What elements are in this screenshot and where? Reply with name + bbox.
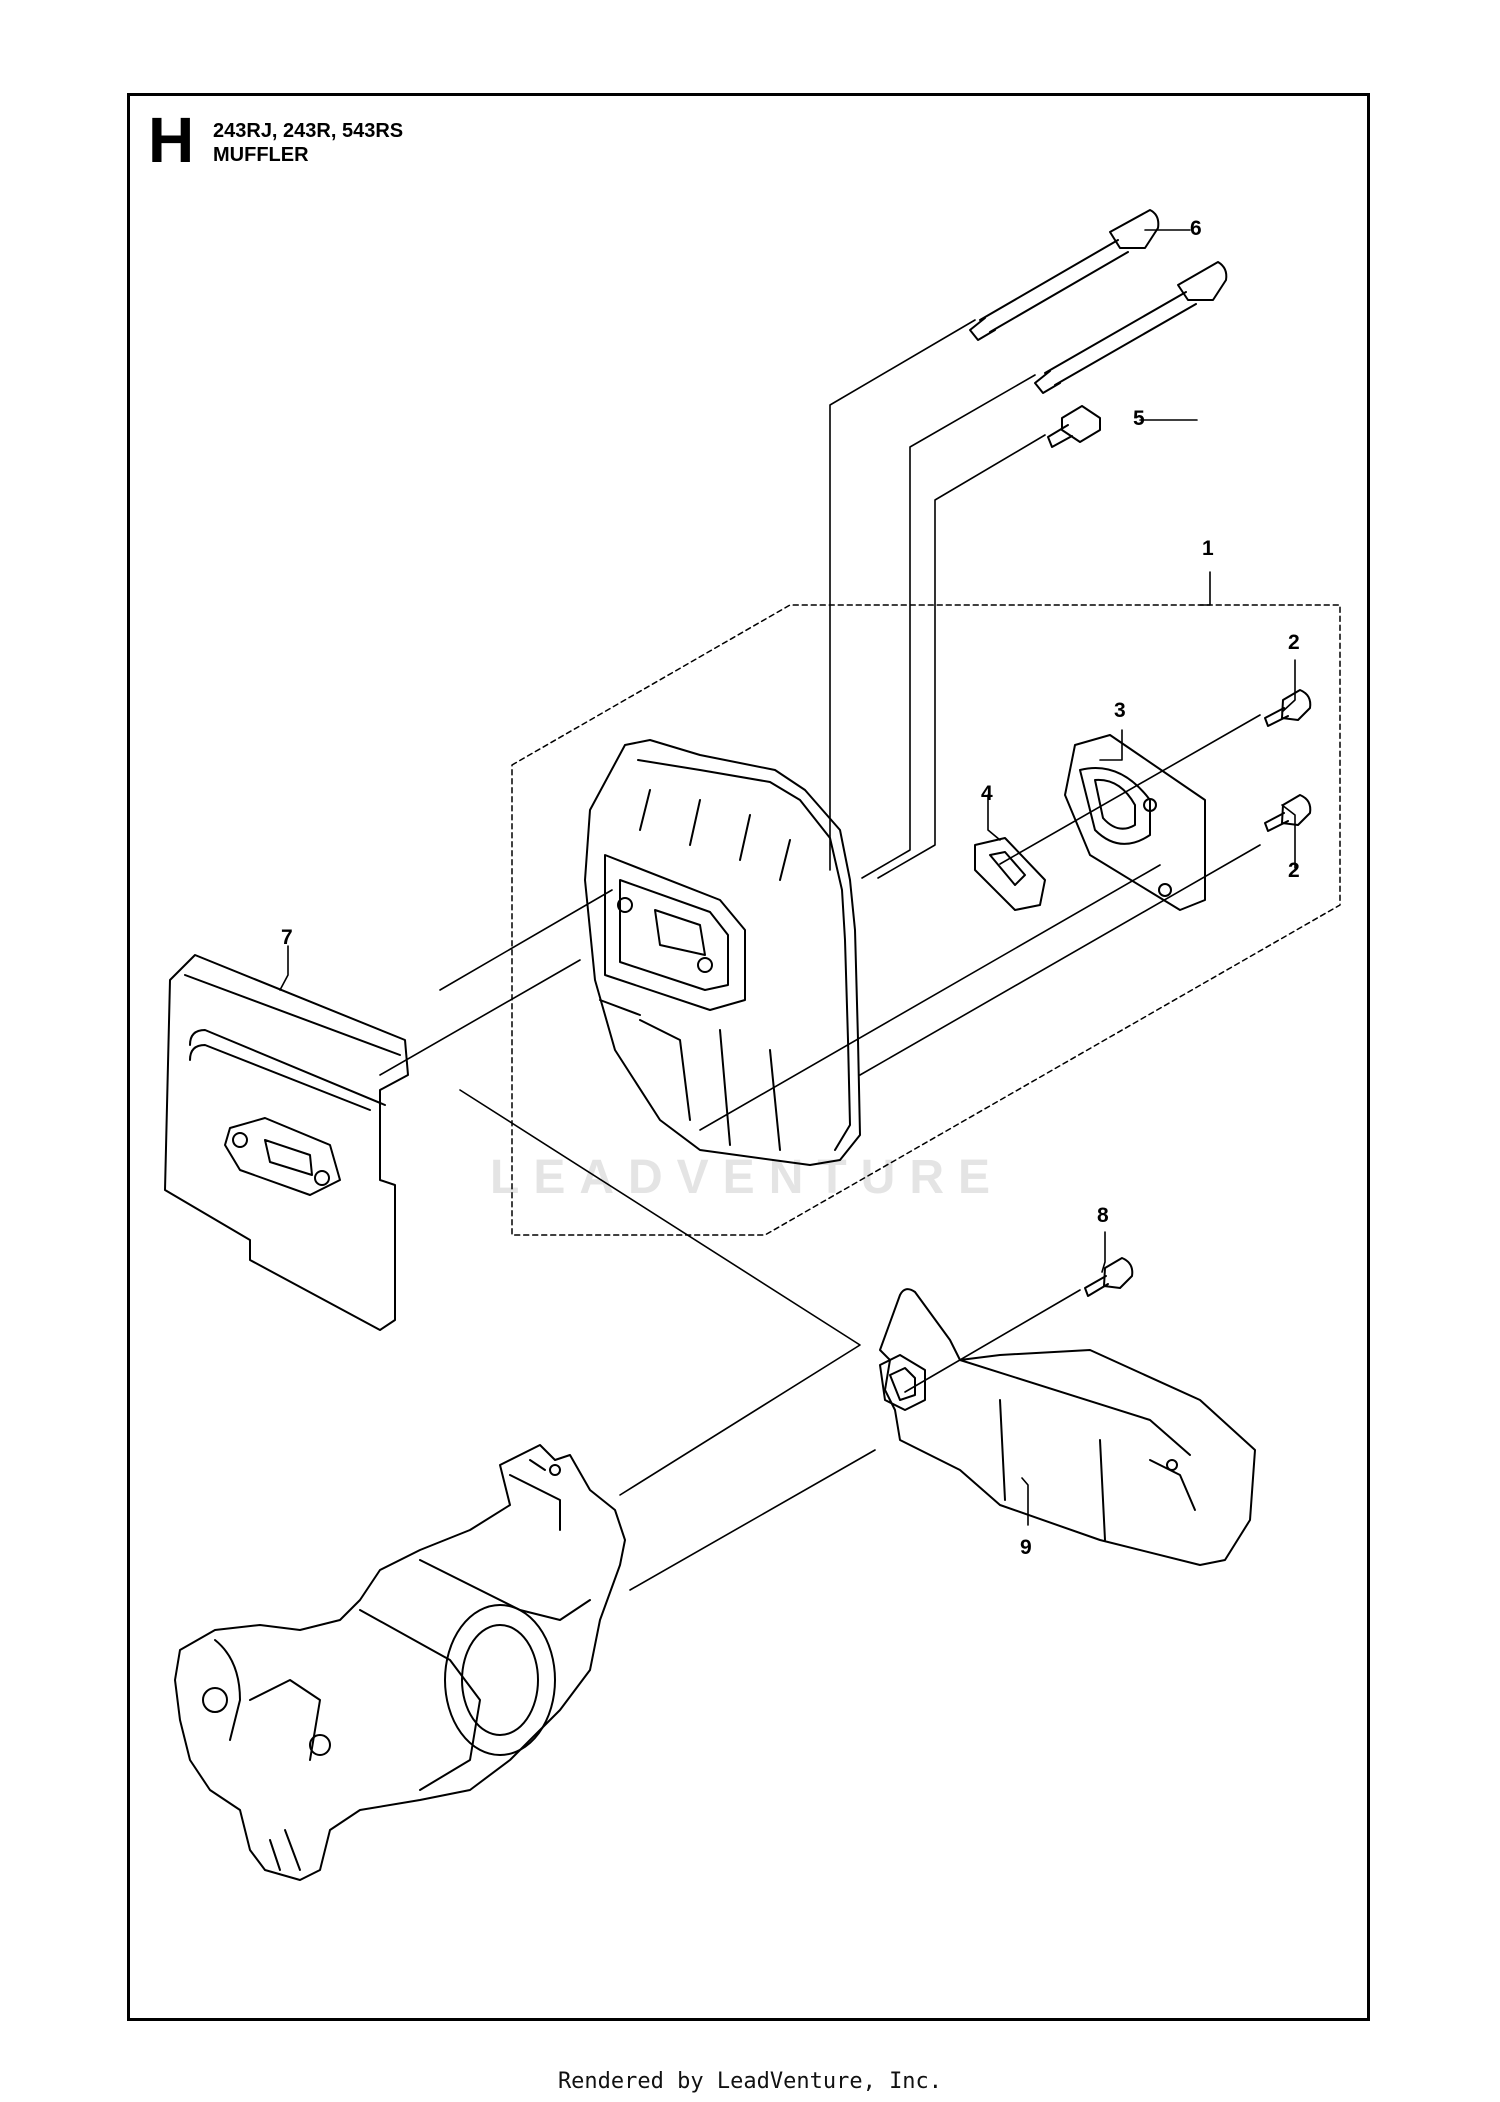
watermark: LEADVENTURE xyxy=(490,1151,1005,1204)
assembly-outline xyxy=(511,604,1341,1236)
callout-2-upper: 2 xyxy=(1288,631,1300,654)
bolt-long-upper xyxy=(969,209,1160,341)
diagram-title: MUFFLER xyxy=(213,144,309,166)
callout-2-lower: 2 xyxy=(1288,859,1300,882)
screw-item-2-lower xyxy=(1264,794,1312,832)
model-list: 243RJ, 243R, 543RS xyxy=(213,120,404,142)
diagram-frame xyxy=(127,93,1370,2021)
crankcase-housing xyxy=(174,1444,626,1881)
gasket-item-4 xyxy=(974,837,1046,911)
screw-item-8 xyxy=(1084,1257,1134,1297)
callout-1: 1 xyxy=(1202,537,1214,560)
leader-lines xyxy=(279,229,1296,1591)
callout-9: 9 xyxy=(1020,1536,1032,1559)
heat-shield-item-7 xyxy=(164,954,409,1331)
callout-6: 6 xyxy=(1190,217,1202,240)
section-letter: H xyxy=(148,104,195,176)
bracket-item-3 xyxy=(1064,734,1206,911)
screw-item-5 xyxy=(1047,405,1101,448)
bolt-long-lower xyxy=(1034,261,1228,394)
heat-guard-item-9 xyxy=(879,1288,1256,1566)
screw-item-2-upper xyxy=(1264,689,1312,727)
callout-7: 7 xyxy=(281,926,293,949)
callout-8: 8 xyxy=(1097,1204,1109,1227)
callout-5: 5 xyxy=(1133,407,1145,430)
callout-3: 3 xyxy=(1114,699,1126,722)
callout-4: 4 xyxy=(981,782,993,805)
muffler-body-item-1 xyxy=(584,739,861,1166)
footer-credit: Rendered by LeadVenture, Inc. xyxy=(557,2069,943,2094)
